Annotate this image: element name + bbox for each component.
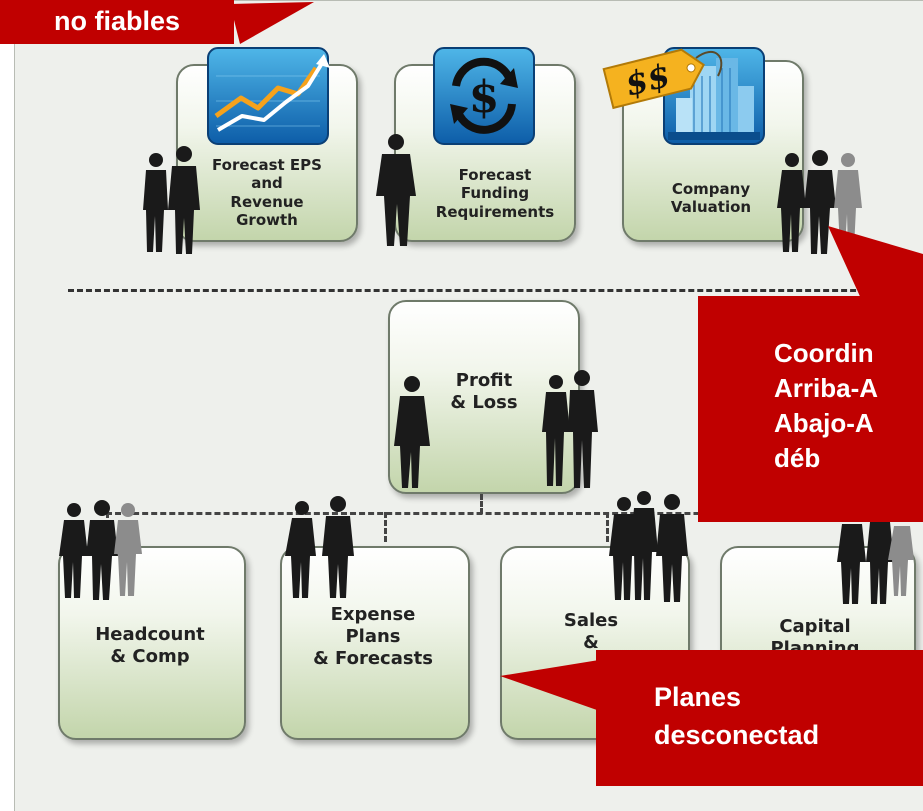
business-people-silhouette-icon — [59, 500, 142, 600]
sales-label: Sales & — [563, 610, 619, 653]
dollar-cycle-icon: $ — [433, 47, 535, 145]
right-callout: Coordin Arriba-A Abajo-A déb — [698, 296, 923, 522]
company-valuation-label: Company Valuation — [670, 180, 752, 217]
connector-drop-2 — [384, 512, 387, 542]
headcount-label: Headcount & Comp — [95, 624, 205, 667]
growth-chart-icon — [207, 47, 330, 145]
forecast-funding-label: Forecast Funding Requirements — [435, 166, 555, 221]
business-people-silhouette-icon — [777, 150, 862, 254]
top-callout: no fiables — [0, 0, 234, 44]
callout-pointer — [230, 2, 314, 44]
business-person-silhouette-icon — [376, 134, 416, 246]
dollar-price-tag-icon: $$ — [602, 48, 723, 110]
business-people-silhouette-icon — [609, 491, 688, 602]
layer-divider-line — [68, 289, 923, 292]
forecast-eps-label: Forecast EPS and Revenue Growth — [212, 156, 322, 229]
headcount-box — [58, 546, 246, 740]
business-people-silhouette-icon — [143, 146, 200, 254]
business-person-silhouette-icon — [394, 376, 430, 488]
expense-label: Expense Plans & Forecasts — [313, 604, 433, 669]
connector-bus — [106, 512, 826, 515]
bottom-callout: Planes desconectad — [596, 650, 923, 786]
business-people-silhouette-icon — [542, 370, 598, 488]
expense-box — [280, 546, 470, 740]
connector-drop-3 — [606, 512, 609, 542]
callout-pointer — [828, 226, 923, 314]
connector-trunk — [480, 494, 483, 514]
profit-loss-label: Profit & Loss — [450, 370, 518, 413]
svg-text:$: $ — [469, 72, 500, 123]
business-people-silhouette-icon — [285, 496, 354, 598]
